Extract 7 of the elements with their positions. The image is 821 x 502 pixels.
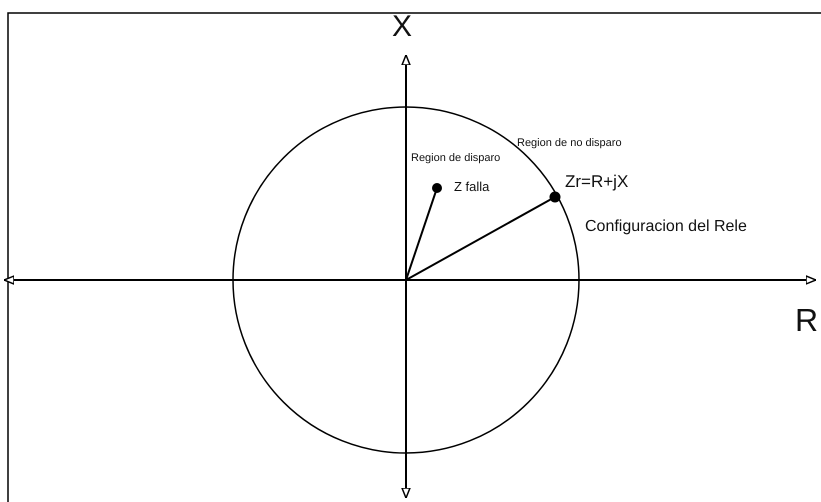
plot-label: Configuracion del Rele [585,219,747,235]
plot-label: Region de disparo [411,153,500,164]
axis-label: X [392,12,412,42]
axis-label: R [795,304,818,336]
plot-label: Z falla [454,180,490,193]
plot-label: Region de no disparo [517,138,622,149]
plot-label: Zr=R+jX [565,173,628,190]
